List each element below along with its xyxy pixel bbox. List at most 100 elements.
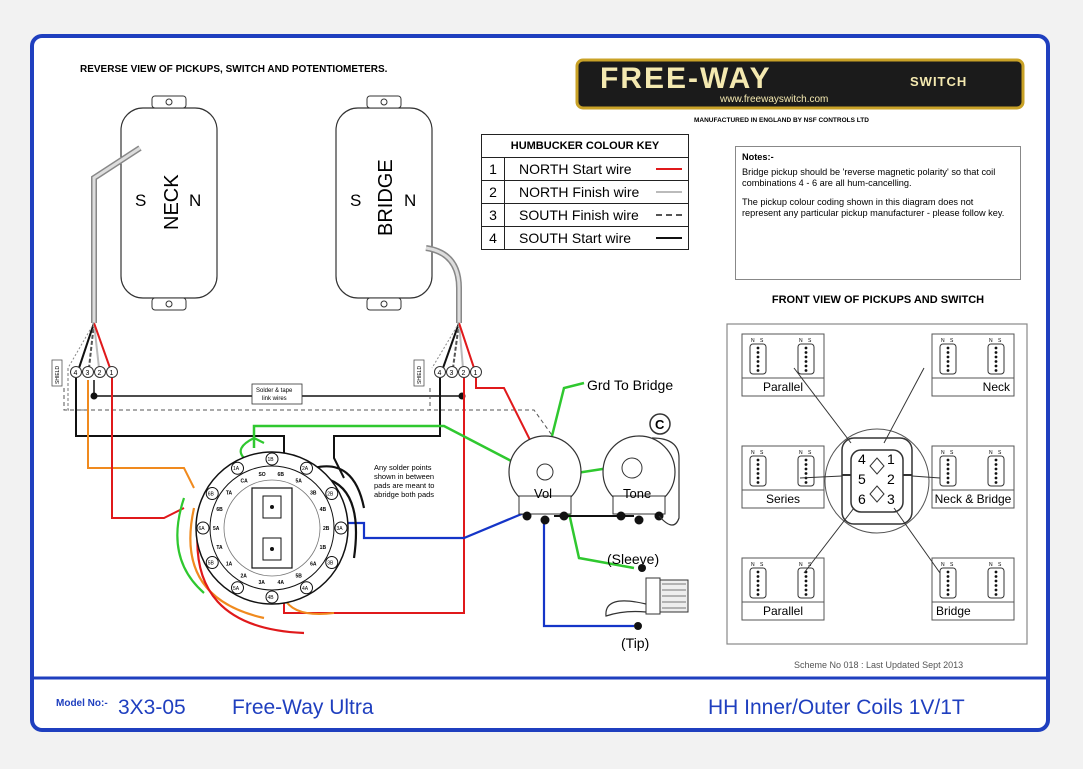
switch-inner-label: TA (216, 545, 223, 551)
neck-pickup: S N NECK (91, 95, 218, 323)
tip-label: (Tip) (621, 635, 649, 651)
pole-s-label: S (998, 338, 1002, 344)
switch-inner-label: 1A (226, 561, 233, 567)
front-pickup-label: Series (766, 492, 800, 506)
pole-n-label: N (751, 338, 755, 344)
switch-inner-label: 3B (310, 491, 317, 497)
pole-s-label: S (760, 562, 764, 568)
colour-key-number: 4 (482, 227, 505, 249)
logo-url: www.freewayswitch.com (719, 94, 828, 105)
switch-pad-outer: 2B (325, 487, 339, 500)
neck-term-4: 4 (74, 370, 78, 377)
front-pickup-label: Parallel (763, 380, 803, 394)
sleeve-label: (Sleeve) (607, 551, 659, 567)
switch-inner-label: 3A (258, 580, 265, 586)
switch-note-1: Any solder points (374, 463, 432, 472)
switch-note-4: abridge both pads (374, 490, 434, 499)
link-wires-label-1: Solder & tape (256, 388, 293, 394)
switch-position-number: 3 (887, 491, 895, 507)
switch-pad-outer: 6B (205, 487, 219, 500)
switch-pad-outer: 2A (300, 461, 313, 475)
bridge-terminals: 4 3 2 1 (434, 366, 482, 378)
front-view-title: FRONT VIEW OF PICKUPS AND SWITCH (771, 294, 985, 306)
notes-title: Notes:- (742, 152, 774, 162)
switch-position-number: 1 (887, 451, 895, 467)
tone-label: Tone (623, 486, 651, 501)
capacitor-label: C (655, 417, 665, 432)
bridge-shield-label: SHIELD (417, 366, 423, 384)
neck-shield-label: SHIELD (55, 366, 61, 384)
neck-term-3: 3 (86, 370, 90, 377)
switch-position-number: 6 (858, 491, 866, 507)
pole-n-label: N (989, 450, 993, 456)
colour-key-swatch (656, 214, 682, 216)
switch-inner-label: 6B (216, 507, 223, 513)
switch-inner-label: 2A (241, 574, 248, 580)
switch-inner-label: 5A (213, 526, 220, 532)
bridge-wires: SHIELD (413, 322, 475, 387)
switch-pad-outer: 5B (205, 556, 219, 569)
switch-pad-outer: 6A (196, 521, 210, 535)
pole-s-label: S (950, 338, 954, 344)
switch-position-number: 4 (858, 451, 866, 467)
scheme-label: Scheme No 018 : Last Updated Sept 2013 (794, 660, 963, 670)
bridge-pickup: S N BRIDGE (335, 95, 462, 323)
colour-key-label: NORTH Start wire (519, 161, 632, 177)
front-pickup-label: Bridge (936, 604, 971, 618)
switch-inner-label: 5B (296, 574, 303, 580)
bridge-term-4: 4 (438, 370, 442, 377)
colour-key-row: 4 SOUTH Start wire (482, 227, 688, 249)
switch-inner-label: SO (258, 472, 265, 478)
switch-pad-label: 2A (302, 466, 309, 472)
colour-key-label: SOUTH Finish wire (519, 207, 639, 223)
output-jack: (Sleeve) (Tip) (605, 551, 689, 651)
pole-n-label: N (751, 562, 755, 568)
tone-pot: Tone C (602, 413, 680, 526)
bridge-term-1: 1 (474, 370, 478, 377)
switch-inner-label: 4B (320, 507, 327, 513)
colour-key-label: SOUTH Start wire (519, 230, 632, 246)
switch-pad-label: 2B (327, 492, 334, 498)
front-arrows (793, 367, 941, 574)
switch-pad-label: 3B (327, 561, 334, 567)
pole-n-label: N (799, 338, 803, 344)
colour-key-label: NORTH Finish wire (519, 184, 640, 200)
freeway-logo: FREE-WAY SWITCH www.freewayswitch.com (575, 58, 1025, 110)
switch-pad-label: 1B (268, 457, 275, 463)
pole-n-label: N (941, 562, 945, 568)
colour-key-swatch (656, 237, 682, 239)
volume-pot: Vol (508, 435, 582, 525)
vol-label: Vol (534, 486, 552, 501)
switch-pads: 1B2A2B3A3B4A4B5A5B6A6B1A6B5A3B4B2B1B6A5B… (196, 452, 348, 604)
switch-note-3: pads are meant to (374, 481, 434, 490)
diagram-sheet: FREE-WAY SWITCH www.freewayswitch.com S … (30, 34, 1050, 732)
switch-pad-outer: 4A (300, 581, 313, 595)
neck-n-label: N (189, 191, 201, 210)
ground-label: Grd To Bridge (587, 377, 673, 393)
pole-n-label: N (751, 450, 755, 456)
switch-pad-outer: 5A (231, 581, 244, 595)
pole-s-label: S (950, 562, 954, 568)
pole-n-label: N (799, 450, 803, 456)
colour-key-number: 1 (482, 158, 505, 180)
model-number: 3X3-05 (118, 696, 186, 719)
switch-pad-outer: 4B (265, 590, 279, 604)
front-pickup-label: Neck & Bridge (935, 492, 1012, 506)
switch-note-2: shown in between (374, 472, 434, 481)
switch-pad-label: 4A (302, 586, 309, 592)
link-wires-label-2: link wires (262, 396, 287, 402)
switch-inner-label: 6B (278, 472, 285, 478)
pole-s-label: S (760, 338, 764, 344)
notes-paragraph-2: The pickup colour coding shown in this d… (742, 197, 1005, 218)
bridge-n-label: N (404, 191, 416, 210)
neck-name: NECK (161, 174, 183, 230)
pole-s-label: S (808, 450, 812, 456)
pole-s-label: S (808, 338, 812, 344)
product-name: Free-Way Ultra (232, 696, 374, 719)
